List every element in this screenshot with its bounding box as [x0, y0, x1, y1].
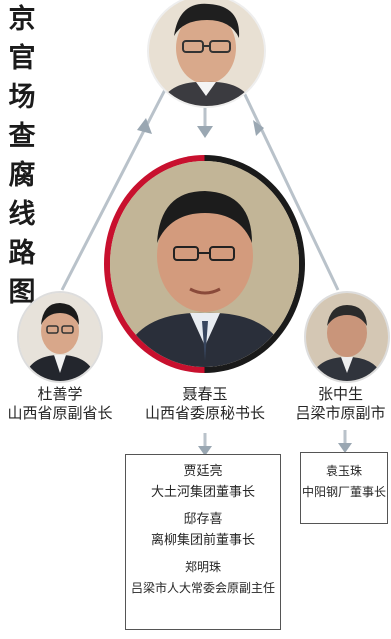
center-link-3-title: 吕梁市人大常委会原副主任 [130, 581, 275, 595]
portrait-older-man-icon [304, 291, 390, 383]
portrait-large-man-icon [110, 161, 299, 367]
right-link-1-title: 中阳钢厂董事长 [301, 485, 386, 499]
right-link-1-name: 袁玉珠 [325, 464, 362, 478]
person-left: 杜善学 山西省原副省长 [0, 385, 120, 423]
arrowhead-center [197, 126, 213, 138]
right-link-1: 袁玉珠 中阳钢厂董事长 [301, 461, 387, 503]
person-right-name: 张中生 [317, 385, 363, 403]
center-link-2-title: 离柳集团前董事长 [150, 533, 255, 548]
arrow-root-to-right [236, 79, 340, 291]
center-link-1-title: 大土河集团董事长 [150, 485, 255, 500]
person-left-name: 杜善学 [37, 385, 83, 403]
person-right: 张中生 吕梁市原副市 [290, 385, 391, 423]
arrowhead-left [137, 118, 152, 134]
arrowhead-right-box [338, 443, 352, 453]
center-link-1-name: 贾廷亮 [183, 464, 223, 479]
portrait-glasses-man-icon [147, 0, 266, 108]
page-title: 京官场查腐线路图 [8, 4, 36, 308]
person-center: 聂春玉 山西省委原秘书长 [120, 385, 290, 423]
person-center-name: 聂春玉 [182, 385, 228, 403]
arrowhead-right [253, 120, 264, 136]
portrait-suit-man-icon [17, 291, 103, 383]
center-link-2-name: 邸存喜 [183, 512, 223, 527]
person-center-title: 山西省委原秘书长 [144, 404, 265, 422]
arrowhead-center-box [198, 446, 212, 456]
center-link-1: 贾廷亮 大土河集团董事长 [126, 461, 280, 503]
arrow-root-to-left [60, 79, 172, 291]
center-link-2: 邸存喜 离柳集团前董事长 [126, 509, 280, 551]
center-link-3: 郑明珠 吕梁市人大常委会原副主任 [126, 557, 280, 599]
center-links-box: 贾廷亮 大土河集团董事长 邸存喜 离柳集团前董事长 郑明珠 吕梁市人大常委会原副… [125, 454, 281, 630]
right-links-box: 袁玉珠 中阳钢厂董事长 [300, 452, 388, 524]
person-right-title: 吕梁市原副市 [295, 404, 386, 422]
center-link-3-name: 郑明珠 [184, 560, 221, 574]
person-left-title: 山西省原副省长 [7, 404, 113, 422]
